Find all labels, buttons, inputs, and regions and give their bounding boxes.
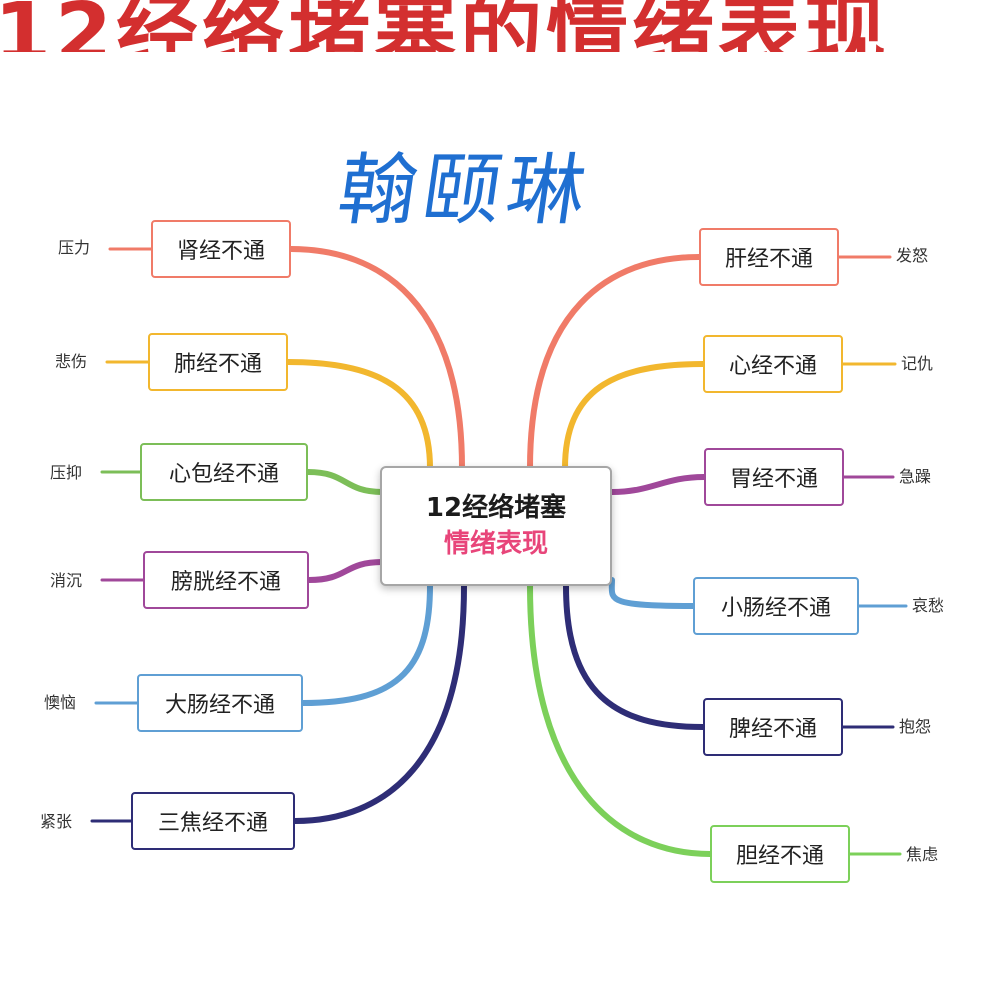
meridian-node-sanjiao: 三焦经不通 — [131, 792, 295, 850]
meridian-node-spleen: 脾经不通 — [703, 698, 843, 756]
meridian-node-pericardium: 心包经不通 — [140, 443, 308, 501]
meridian-node-stomach: 胃经不通 — [704, 448, 844, 506]
emotion-label-small-intestine: 哀愁 — [912, 596, 945, 615]
branch-kidney — [288, 246, 465, 471]
emotion-label-spleen: 抱怨 — [899, 717, 932, 736]
meridian-node-kidney: 肾经不通 — [151, 220, 291, 278]
branch-spleen — [563, 583, 706, 730]
meridian-node-heart: 心经不通 — [703, 335, 843, 393]
central-node: 12经络堵塞 情绪表现 — [380, 466, 612, 586]
meridian-node-liver: 肝经不通 — [699, 228, 839, 286]
emotion-label-kidney: 压力 — [58, 238, 91, 257]
branch-pericardium — [305, 469, 386, 495]
emotion-label-large-intestine: 懊恼 — [44, 693, 77, 712]
branch-heart — [562, 361, 706, 471]
branch-sanjiao — [292, 583, 467, 824]
emotion-label-bladder: 消沉 — [50, 571, 83, 590]
emotion-label-gallbladder: 焦虑 — [906, 845, 939, 864]
meridian-node-large-intestine: 大肠经不通 — [137, 674, 303, 732]
central-node-title: 12经络堵塞 — [425, 493, 567, 523]
emotion-label-heart: 记仇 — [901, 354, 934, 373]
branch-stomach — [609, 474, 707, 495]
meridian-node-bladder: 膀胱经不通 — [143, 551, 309, 609]
branch-gallbladder — [527, 583, 713, 857]
emotion-label-liver: 发怒 — [896, 246, 929, 265]
branch-bladder — [306, 559, 386, 583]
meridian-node-small-intestine: 小肠经不通 — [693, 577, 859, 635]
banner: 12经络堵塞的情绪表现 — [0, 0, 996, 52]
branch-liver — [527, 254, 702, 471]
emotion-label-pericardium: 压抑 — [50, 463, 83, 482]
branch-lung — [285, 359, 433, 471]
central-node-subtitle: 情绪表现 — [443, 529, 548, 559]
emotion-label-lung: 悲伤 — [55, 352, 88, 371]
branch-small_intestine — [608, 577, 696, 609]
meridian-node-lung: 肺经不通 — [148, 333, 288, 391]
emotion-label-sanjiao: 紧张 — [40, 812, 73, 831]
meridian-node-gallbladder: 胆经不通 — [710, 825, 850, 883]
branch-large_intestine — [300, 583, 433, 706]
emotion-label-stomach: 急躁 — [899, 467, 932, 486]
banner-title: 12经络堵塞的情绪表现 — [0, 0, 891, 52]
